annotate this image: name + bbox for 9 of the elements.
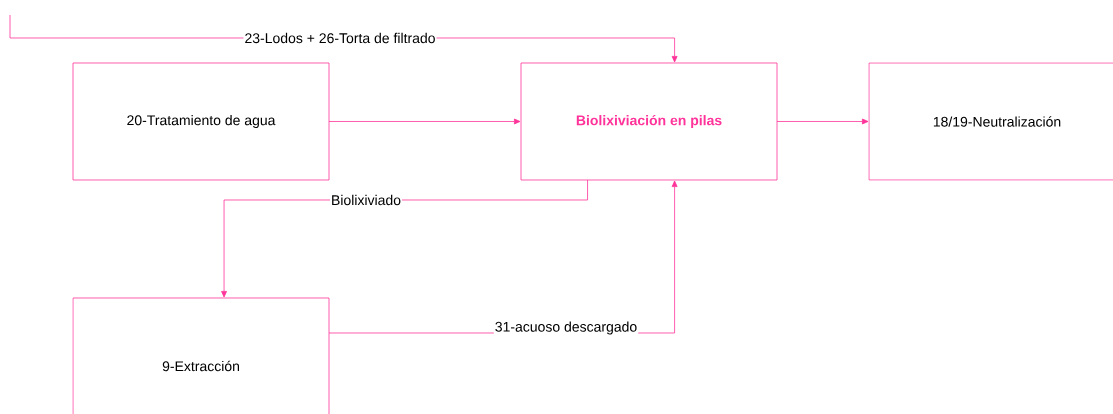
edge-label: 23-Lodos + 26-Torta de filtrado <box>243 31 437 45</box>
process-box: 18/19-Neutralización <box>868 62 1113 181</box>
edge-label: 31-acuoso descargado <box>493 320 639 336</box>
process-box: Biolixiviación en pilas <box>520 62 778 181</box>
process-box: 20-Tratamiento de agua <box>72 62 330 181</box>
edge-label: Biolixiviado <box>330 193 403 207</box>
process-box: 9-Extracción <box>72 297 330 414</box>
arrow <box>328 118 521 125</box>
arrow <box>776 118 869 125</box>
